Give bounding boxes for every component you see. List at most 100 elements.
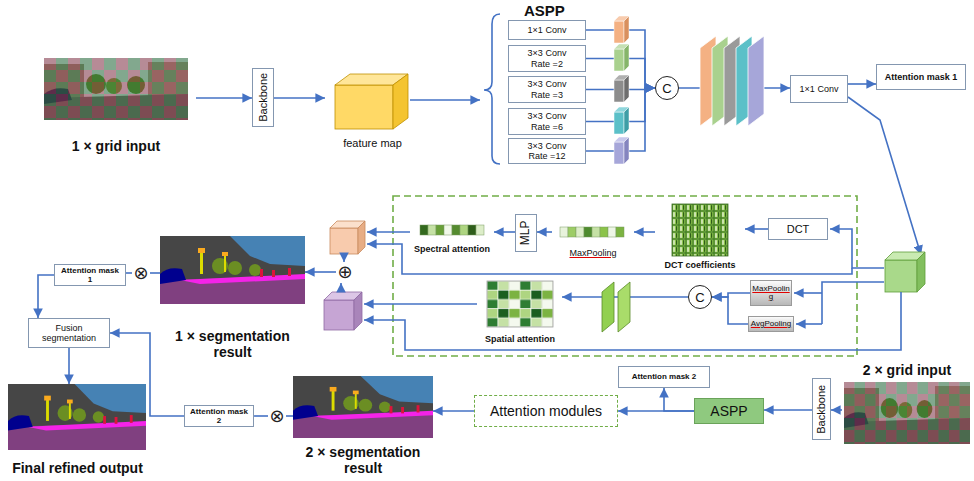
bar-cell: [576, 227, 584, 237]
bar-cell: [600, 227, 608, 237]
node-text: Attention mask 1: [885, 72, 958, 82]
connector: [634, 231, 655, 233]
backbone-box: Backbone: [252, 68, 274, 127]
node-text: 1×1 Conv: [800, 84, 839, 94]
connector: [254, 415, 268, 417]
feature-slice: [624, 16, 629, 43]
process-box: DCT: [768, 218, 828, 240]
node-text: Backbone: [257, 73, 270, 122]
label-holder: ASPP: [524, 2, 565, 19]
input-image: 1 × grid input: [36, 58, 196, 154]
mask-box: Attention mask 2: [618, 366, 710, 388]
residual-line: [367, 244, 852, 274]
concat-circle: C: [688, 285, 712, 309]
feature-slice: [614, 142, 624, 164]
connector: [286, 415, 293, 417]
flow-arrow: [410, 99, 480, 101]
spatial-cube: [324, 292, 362, 330]
segmentation-image: [8, 384, 146, 450]
residual-line: [364, 292, 901, 350]
feature-slice: [614, 21, 624, 43]
feature-slice: [624, 137, 629, 164]
conv-box: 1×1 Conv: [508, 20, 586, 40]
flow-arrow: [367, 231, 410, 233]
node-text: ⊕: [337, 263, 352, 281]
bar-cell: [568, 227, 576, 237]
connector: [433, 410, 474, 412]
bar-cell: [584, 227, 592, 237]
feature-slice: [624, 107, 629, 134]
dct-grid-image: [672, 204, 728, 256]
connector: [745, 228, 768, 230]
connector: [68, 348, 70, 384]
caption: Spectral attention: [414, 244, 490, 254]
mask-box: Attention mask 2: [184, 405, 254, 427]
connector: [38, 275, 54, 318]
conv-box: 3×3 Conv Rate =12: [508, 138, 586, 164]
caption: MaxPooling: [569, 248, 616, 258]
feature-slab: [748, 36, 764, 126]
segmentation-image: [160, 236, 305, 304]
connector: [150, 272, 160, 274]
mlp-box: MLP: [515, 214, 537, 252]
cube-face: [393, 74, 408, 129]
multiply-symbol: ⊗: [132, 264, 150, 282]
attention-module-outline: [393, 196, 857, 356]
caption: 1 × segmentation result: [160, 328, 305, 360]
connector: [764, 409, 812, 411]
connector: [712, 297, 748, 324]
node-text: 3×3 Conv Rate =12: [521, 141, 573, 162]
node-text: Attention modules: [490, 403, 602, 419]
cube-face: [358, 221, 365, 254]
caption: Final refined output: [12, 460, 143, 476]
feature-slice: [614, 112, 624, 134]
bar-cell: [616, 227, 624, 237]
bar-cell: [476, 225, 484, 235]
spectral-bar: [420, 225, 484, 235]
bar-cell: [560, 227, 568, 237]
node-text: Attention mask 2: [188, 407, 250, 425]
node-text: 3×3 Conv Rate =6: [521, 111, 573, 132]
bar-cell: [460, 225, 468, 235]
feature-slice: [624, 44, 629, 71]
bar-cell: [420, 225, 428, 235]
pooling-box: AvgPooling: [748, 316, 794, 332]
caption: Spatial attention: [485, 334, 555, 344]
caption: DCT coefficients: [664, 260, 735, 270]
backbone-box: Backbone: [812, 378, 831, 440]
feature-cube: [335, 74, 408, 129]
bar-cell: [608, 227, 616, 237]
node-text: 3×3 Conv Rate =2: [521, 48, 573, 69]
branch-slices: [614, 16, 629, 164]
bar-cell: [452, 225, 460, 235]
spectral-cube: [330, 221, 365, 254]
node-text: Attention mask 2: [632, 372, 696, 381]
bar-cell: [428, 225, 436, 235]
flow-arrow: [796, 323, 822, 325]
feature-map: feature map: [325, 70, 420, 150]
feature-slice: [614, 49, 624, 71]
bar-cell: [592, 227, 600, 237]
mask-box: Attention mask 1: [876, 64, 966, 90]
feature-slice: [624, 75, 629, 102]
connector: [196, 97, 252, 99]
dct-grid: DCT coefficients: [655, 202, 745, 270]
heading-label: ASPP: [524, 2, 565, 19]
connector: [305, 271, 336, 273]
flow-arrow: [794, 292, 822, 294]
node-text: Attention mask 1: [58, 266, 122, 284]
cube-face: [330, 228, 358, 254]
feature-slice: [614, 80, 624, 102]
node-text: Backbone: [815, 385, 828, 434]
segmentation-image: [293, 376, 433, 438]
flow-arrow: [340, 283, 342, 291]
node-text: MLP: [519, 221, 533, 246]
pooling-box: MaxPoolin g: [750, 280, 792, 306]
grid-input-image: [844, 382, 970, 444]
aspp-box: ASPP: [694, 398, 764, 424]
connector: [848, 83, 876, 85]
feature-slab: [602, 282, 614, 332]
multiply-symbol: ⊗: [268, 407, 286, 425]
concat-circle: C: [655, 76, 679, 100]
node-text: 1×1 Conv: [528, 25, 567, 35]
